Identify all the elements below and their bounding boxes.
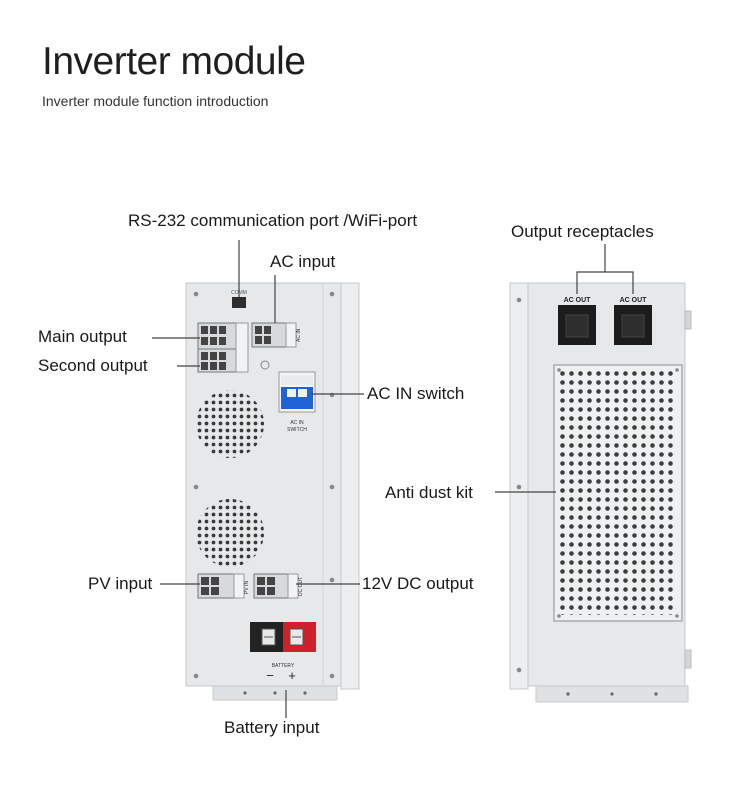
- svg-text:PV IN: PV IN: [244, 581, 250, 594]
- anti-dust-grill: [553, 364, 683, 622]
- svg-text:AC IN: AC IN: [296, 328, 302, 342]
- svg-text:BATTERY: BATTERY: [272, 663, 295, 669]
- upper-fan-vent: [196, 390, 264, 458]
- label-rs232-port: RS-232 communication port /WiFi-port: [128, 211, 418, 230]
- label-pv-input: PV input: [88, 574, 153, 593]
- page-subtitle: Inverter module function introduction: [42, 93, 269, 109]
- rs232-port: [232, 297, 246, 308]
- label-ac-input: AC input: [270, 252, 336, 271]
- second-output-terminal: [197, 348, 237, 373]
- right-inverter-unit: AC OUT AC OUT: [509, 282, 692, 703]
- dc-output-terminal: DC OUT: [253, 573, 304, 599]
- ac-out-receptacle-2: AC OUT: [614, 297, 652, 345]
- label-second-output: Second output: [38, 356, 148, 375]
- svg-text:SWITCH: SWITCH: [287, 427, 307, 433]
- main-output-terminal: [197, 322, 237, 350]
- svg-text:AC IN: AC IN: [290, 420, 304, 426]
- ac-out-receptacle-1: AC OUT: [558, 297, 596, 345]
- label-dc-output: 12V DC output: [362, 574, 474, 593]
- pv-input-terminal: PV IN: [197, 573, 250, 599]
- label-battery-input: Battery input: [224, 718, 320, 737]
- label-main-output: Main output: [38, 327, 127, 346]
- svg-text:−: −: [266, 668, 274, 683]
- label-anti-dust-kit: Anti dust kit: [385, 483, 473, 502]
- ac-input-terminal: AC IN: [251, 322, 302, 348]
- left-inverter-unit: COMM AC IN: [185, 282, 360, 701]
- leader-lines: [152, 240, 634, 718]
- lower-fan-vent: [196, 499, 264, 567]
- ac-in-switch: AC IN SWITCH: [278, 371, 316, 433]
- page-title: Inverter module: [42, 40, 306, 83]
- label-output-receptacles: Output receptacles: [511, 222, 654, 241]
- battery-terminal: BATTERY − +: [250, 622, 316, 683]
- svg-text:AC OUT: AC OUT: [564, 297, 592, 304]
- svg-text:AC OUT: AC OUT: [620, 297, 648, 304]
- svg-text:DC OUT: DC OUT: [298, 577, 304, 596]
- svg-text:+: +: [288, 668, 296, 683]
- label-ac-in-switch: AC IN switch: [367, 384, 465, 403]
